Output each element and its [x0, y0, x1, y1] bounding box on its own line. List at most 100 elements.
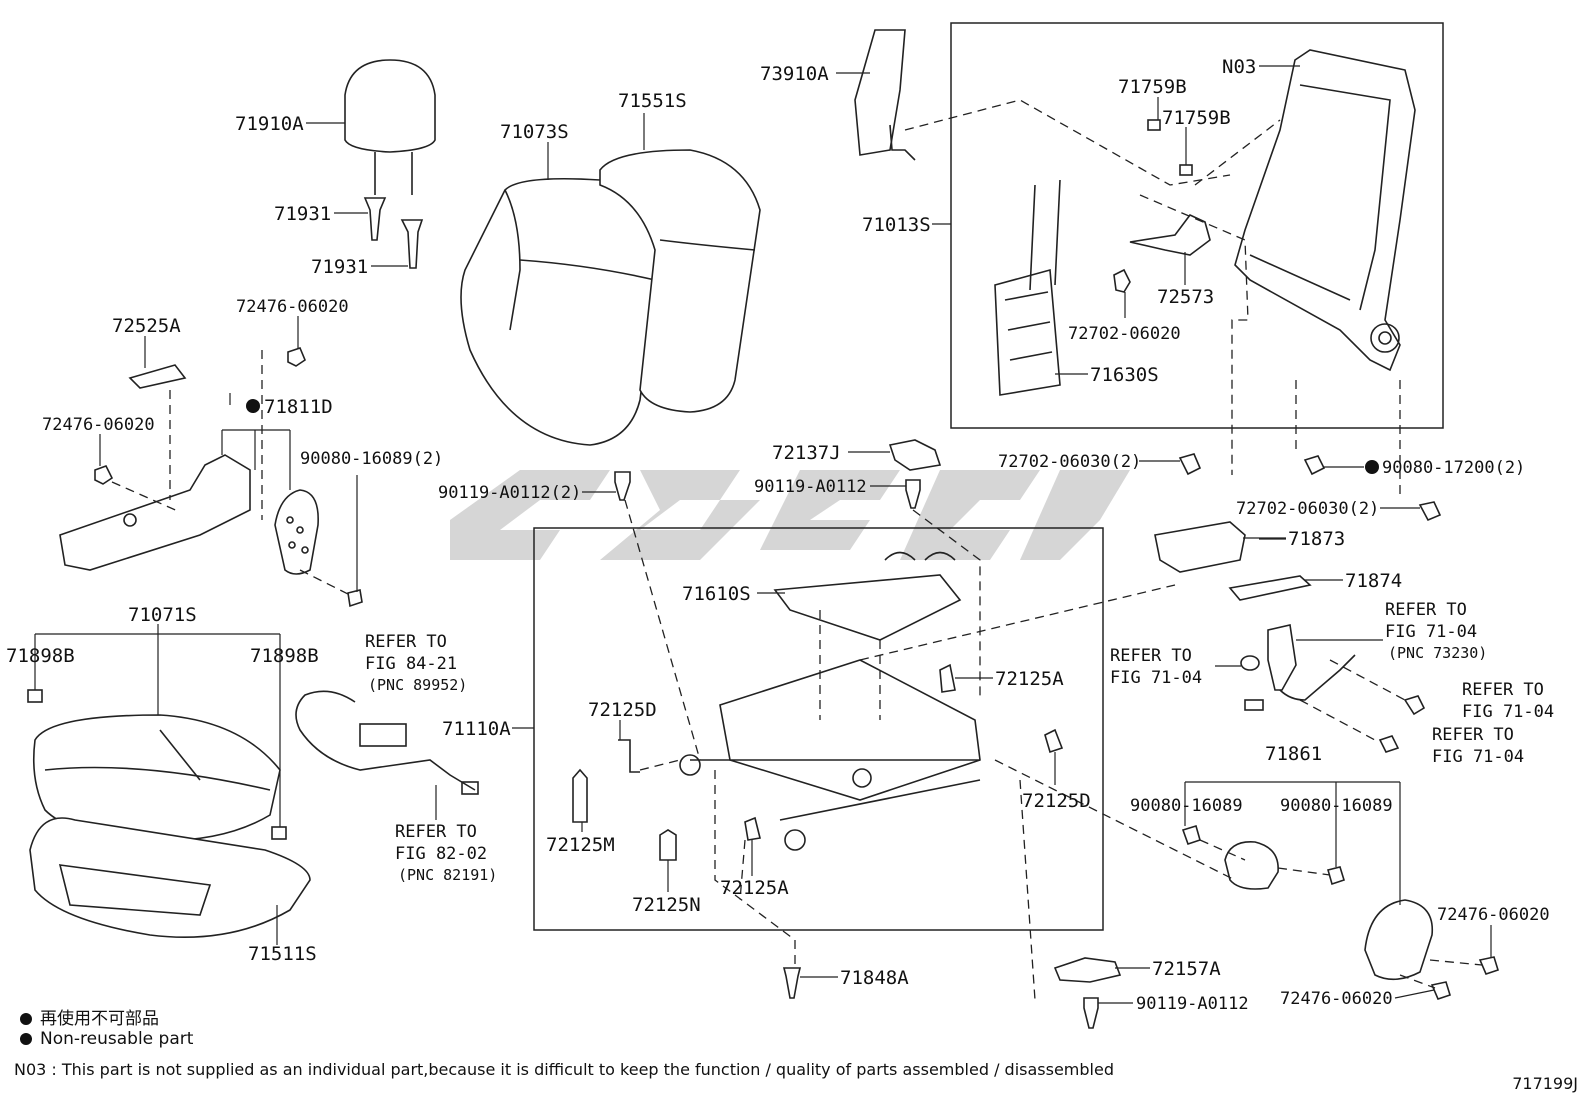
legend-japanese: 再使用不可部品 [20, 1004, 159, 1029]
bolt-90119-A0112-drawing [614, 471, 1099, 1029]
seatback-frame-group-box [950, 22, 1444, 429]
callout-72125N: 72125N [632, 894, 701, 916]
seat-wire-harness-drawing [295, 690, 479, 795]
seat-cushion-pad-71511S-drawing [29, 817, 311, 939]
callout-90080-17200-2: 90080-17200(2) [1382, 458, 1525, 478]
callout-71071S: 71071S [128, 604, 197, 626]
seatback-frame-drawing [1234, 49, 1416, 372]
non-reusable-marker-71811D [246, 399, 260, 413]
ref-fig-71-04-left-line1: REFER TO [1110, 646, 1192, 666]
callout-73910A: 73910A [760, 63, 829, 85]
callout-90080-16089-left: 90080-16089 [1130, 796, 1243, 816]
bolt-71848A-drawing [782, 967, 802, 999]
callout-72476-06020-right-upper: 72476-06020 [1437, 905, 1550, 925]
ref-fig-82-02-line3: (PNC 82191) [398, 866, 497, 884]
screw-90080-16089-drawing [347, 589, 363, 608]
callout-72702-06020: 72702-06020 [1068, 324, 1181, 344]
callout-72125D-left: 72125D [588, 699, 657, 721]
seat-adjuster-group-box [533, 527, 1104, 931]
recliner-cover-71861-drawing [1224, 841, 1434, 981]
callout-71013S: 71013S [862, 214, 931, 236]
ref-fig-71-04-buckle-line1: REFER TO [1385, 600, 1467, 620]
bolt-ref-71-04-drawing [1378, 695, 1426, 753]
callout-71551S: 71551S [618, 90, 687, 112]
callout-71861: 71861 [1265, 743, 1322, 765]
clip-72157A-drawing [1053, 957, 1122, 983]
callout-72137J: 72137J [772, 442, 841, 464]
callout-90119-A0112-lower: 90119-A0112 [1136, 994, 1249, 1014]
callout-71110A: 71110A [442, 718, 511, 740]
callout-N03: N03 [1222, 56, 1256, 78]
seat-side-cover-drawing [59, 454, 251, 571]
callout-72476-06020-left: 72476-06020 [42, 415, 155, 435]
seatback-pad-71073S-drawing [460, 177, 661, 446]
callout-71874: 71874 [1345, 570, 1402, 592]
ref-fig-82-02-line2: FIG 82-02 [395, 844, 487, 864]
seat-adjuster-71110A-drawing [679, 659, 981, 851]
ref-fig-82-02-line1: REFER TO [395, 822, 477, 842]
clip-72125-set-drawing [572, 663, 1064, 861]
seat-cushion-71071S-drawing [32, 714, 281, 842]
ref-fig-71-04-bolt-line1: REFER TO [1462, 680, 1544, 700]
non-reusable-dot-icon [20, 1013, 32, 1025]
callout-71931-upper: 71931 [274, 203, 331, 225]
watermark-logo [450, 470, 1130, 560]
callout-71759B-upper: 71759B [1118, 76, 1187, 98]
callout-71759B-lower: 71759B [1162, 107, 1231, 129]
ref-fig-71-04-buckle-line3: (PNC 73230) [1388, 644, 1487, 662]
callout-72702-06030-2-left: 72702-06030(2) [998, 452, 1141, 472]
lumbar-support-drawing [994, 179, 1061, 396]
legend-line-en: Non-reusable part [40, 1029, 194, 1049]
callout-71848A: 71848A [840, 967, 909, 989]
figure-code: 717199J [1512, 1074, 1578, 1093]
non-reusable-dot-icon [20, 1033, 32, 1045]
clip-72137J-drawing [888, 439, 942, 471]
callout-71910A: 71910A [235, 113, 304, 135]
callout-90119-A0112-2: 90119-A0112(2) [438, 483, 581, 503]
seatback-cover-71551S-drawing [599, 149, 761, 413]
callout-72125A-upper: 72125A [995, 668, 1064, 690]
leader-lines [34, 65, 1492, 1004]
callout-71898B-left: 71898B [6, 645, 75, 667]
legend-english: Non-reusable part [20, 1029, 193, 1049]
ref-fig-84-21-line1: REFER TO [365, 632, 447, 652]
callout-72125A-lower: 72125A [720, 877, 789, 899]
legend-line-jp: 再使用不可部品 [40, 1009, 159, 1029]
seat-belt-buckle-drawing [1240, 624, 1356, 711]
headrest-drawing [344, 59, 436, 195]
callout-72476-06020-right-lower: 72476-06020 [1280, 989, 1393, 1009]
callout-90080-16089-2: 90080-16089(2) [300, 449, 443, 469]
callout-71073S: 71073S [500, 121, 569, 143]
cover-73910A-drawing [854, 29, 916, 161]
callout-71610S: 71610S [682, 583, 751, 605]
callout-90080-16089-right: 90080-16089 [1280, 796, 1393, 816]
ref-fig-71-04-nut-line2: FIG 71-04 [1432, 747, 1524, 767]
headrest-guide-drawing [363, 197, 424, 269]
callout-71630S: 71630S [1090, 364, 1159, 386]
ref-fig-84-21-line3: (PNC 89952) [368, 676, 467, 694]
callout-72157A: 72157A [1152, 958, 1221, 980]
callout-72476-06020-top: 72476-06020 [236, 297, 349, 317]
non-reusable-marker-90080-17200 [1365, 460, 1379, 474]
ref-fig-71-04-nut-line1: REFER TO [1432, 725, 1514, 745]
callout-72573: 72573 [1157, 286, 1214, 308]
refer-to-notes: REFER TO FIG 84-21 (PNC 89952) REFER TO … [365, 600, 1554, 884]
callout-71811D: 71811D [264, 396, 333, 418]
seat-cushion-frame-71610S-drawing [773, 551, 962, 641]
callout-71931-lower: 71931 [311, 256, 368, 278]
ref-fig-84-21-line2: FIG 84-21 [365, 654, 457, 674]
callout-71898B-right: 71898B [250, 645, 319, 667]
recliner-cover-71811D-drawing [274, 489, 319, 575]
assembly-dashed-lines [111, 99, 1483, 1001]
ref-fig-71-04-left-line2: FIG 71-04 [1110, 668, 1202, 688]
ref-fig-71-04-buckle-line2: FIG 71-04 [1385, 622, 1477, 642]
callout-72702-06030-2-right: 72702-06030(2) [1236, 499, 1379, 519]
callout-labels: 71910A 71931 71931 72476-06020 72525A 71… [6, 56, 1550, 1014]
bracket-72573-drawing [1129, 214, 1211, 256]
clip-72525A-drawing [128, 364, 187, 389]
callout-72125D-right: 72125D [1022, 790, 1091, 812]
cover-71873-drawing [1154, 521, 1246, 573]
bolt-72702-06020-drawing [1113, 268, 1131, 293]
callout-71873: 71873 [1288, 528, 1345, 550]
ref-fig-71-04-bolt-line2: FIG 71-04 [1462, 702, 1554, 722]
